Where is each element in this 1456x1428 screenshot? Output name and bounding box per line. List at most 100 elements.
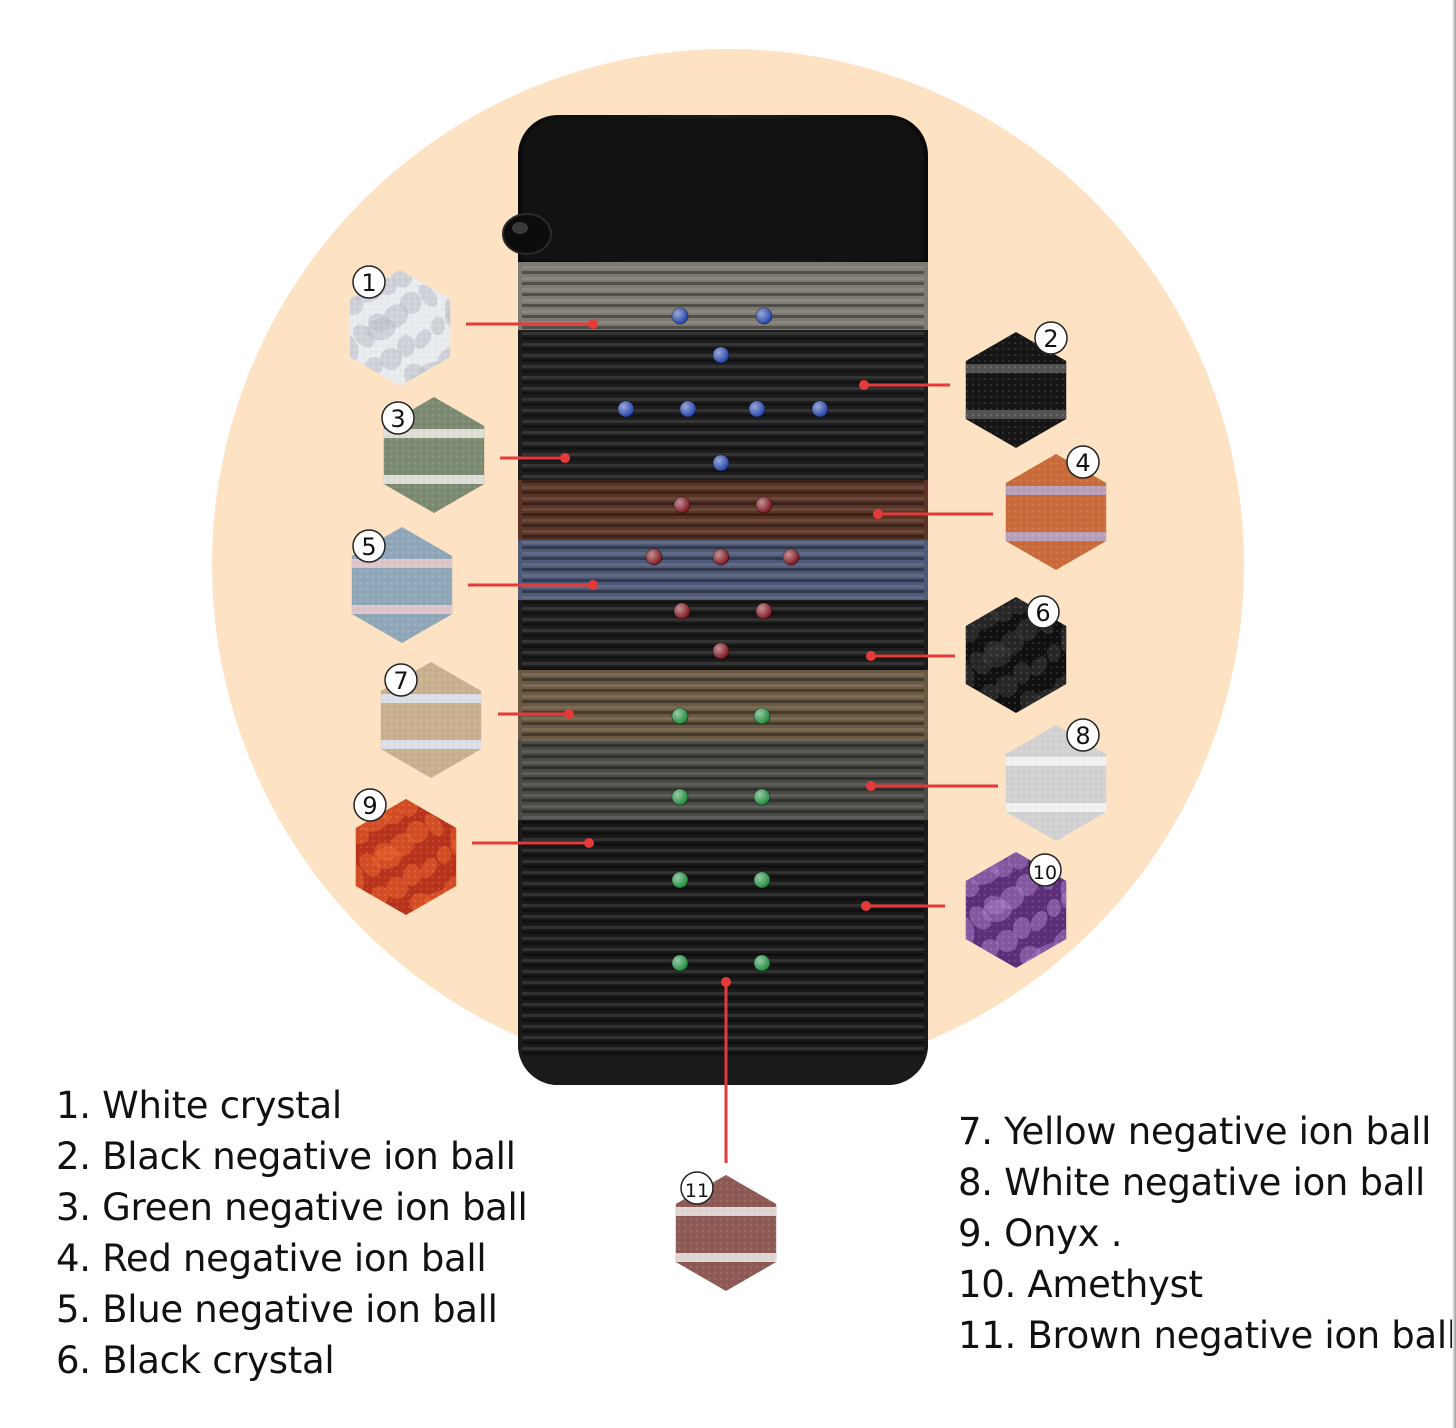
- stone-pin-shine: [754, 872, 770, 888]
- stone-pin-shine: [754, 955, 770, 971]
- mat-ridge-shadow: [522, 414, 924, 417]
- stone-pin-shine: [749, 401, 765, 417]
- connector-dot: [866, 651, 876, 661]
- mat-ridge: [522, 321, 924, 324]
- mat-ridge: [522, 398, 924, 401]
- number-badge-label: 4: [1075, 449, 1090, 477]
- connector-dot: [560, 453, 570, 463]
- mat-ridge: [522, 343, 924, 346]
- stone-pin-shine: [756, 603, 772, 619]
- mat-ridge: [522, 640, 924, 643]
- mat-ridge-shadow: [522, 513, 924, 516]
- mat-ridge-shadow: [522, 744, 924, 747]
- mat-head-panel: [522, 118, 924, 258]
- mat-ridge: [522, 1036, 924, 1039]
- power-connector-icon[interactable]: [502, 213, 552, 255]
- stone-pin-shine: [672, 955, 688, 971]
- mat-ridge-shadow: [522, 425, 924, 428]
- mat-ridge-shadow: [522, 326, 924, 329]
- legend-item: 4. Red negative ion ball: [56, 1237, 487, 1280]
- stone-pin-shine: [674, 603, 690, 619]
- number-badge: [1034, 321, 1068, 355]
- number-badge: [352, 265, 386, 299]
- mat-ridge: [522, 431, 924, 434]
- mat-ridge: [522, 574, 924, 577]
- mat-ridge: [522, 629, 924, 632]
- mat-ridge: [522, 860, 924, 863]
- legend-item: 6. Black crystal: [56, 1339, 335, 1382]
- mat-ridge: [522, 761, 924, 764]
- mat-ridge: [522, 728, 924, 731]
- mat-band: [518, 670, 928, 740]
- number-badge-label: 3: [390, 405, 405, 433]
- stone-pin-shine: [713, 455, 729, 471]
- legend-item: 2. Black negative ion ball: [56, 1135, 516, 1178]
- number-badge-label: 11: [685, 1180, 709, 1202]
- mat-ridge: [522, 409, 924, 412]
- number-badge-label: 2: [1043, 325, 1058, 353]
- mat-ridge-shadow: [522, 799, 924, 802]
- legend-item: 7. Yellow negative ion ball: [958, 1110, 1432, 1153]
- mat-ridge: [522, 948, 924, 951]
- mat-ridge: [522, 1047, 924, 1050]
- mat-ridge: [522, 684, 924, 687]
- mat-ridge: [522, 750, 924, 753]
- mat-ridge-shadow: [522, 843, 924, 846]
- mat-ridge-shadow: [522, 392, 924, 395]
- mat-ridge-shadow: [522, 766, 924, 769]
- legend-item: 1. White crystal: [56, 1084, 342, 1127]
- mat-band: [518, 262, 928, 330]
- legend-item: 8. White negative ion ball: [958, 1161, 1426, 1204]
- legend-item: 3. Green negative ion ball: [56, 1186, 528, 1229]
- number-badge-label: 7: [393, 667, 408, 695]
- mat-ridge-shadow: [522, 689, 924, 692]
- mat-ridge: [522, 904, 924, 907]
- mat-ridge: [522, 332, 924, 335]
- stone-pin-shine: [756, 497, 772, 513]
- mat-ridge-shadow: [522, 810, 924, 813]
- connector-dot: [866, 781, 876, 791]
- legend-item: 10. Amethyst: [958, 1263, 1203, 1306]
- legend-item: 9. Onyx .: [958, 1212, 1123, 1255]
- connector-lines: [466, 319, 998, 1163]
- mat-band: [518, 480, 928, 540]
- mat-ridge-shadow: [522, 788, 924, 791]
- mat-ridge-shadow: [522, 678, 924, 681]
- mat-ridge-shadow: [522, 1030, 924, 1033]
- mat-ridge-shadow: [522, 546, 924, 549]
- mat-ridge-shadow: [522, 579, 924, 582]
- legend-left: 1. White crystal 2. Black negative ion b…: [56, 1080, 528, 1386]
- mat-ridge: [522, 475, 924, 478]
- mat-ridge: [522, 277, 924, 280]
- mat-ridge-shadow: [522, 821, 924, 824]
- mat-ridge: [522, 827, 924, 830]
- legend-right: 7. Yellow negative ion ball 8. White neg…: [958, 1106, 1456, 1361]
- mat-ridge: [522, 618, 924, 621]
- stone-pin-shine: [812, 401, 828, 417]
- number-badge: [353, 788, 387, 822]
- stone-pin-shine: [754, 708, 770, 724]
- mat-ridge: [522, 453, 924, 456]
- connector-dot: [861, 901, 871, 911]
- mat-ridge-shadow: [522, 315, 924, 318]
- mat-ridge-shadow: [522, 722, 924, 725]
- mat-ridge: [522, 838, 924, 841]
- mat-ridge-shadow: [522, 612, 924, 615]
- mat-ridge-shadow: [522, 568, 924, 571]
- number-badge: [680, 1171, 714, 1205]
- mat-ridge-shadow: [522, 601, 924, 604]
- mat-ridge: [522, 816, 924, 819]
- mat-ridge-shadow: [522, 282, 924, 285]
- mat-ridge: [522, 508, 924, 511]
- mat-ridge: [522, 596, 924, 599]
- connector-dot: [588, 580, 598, 590]
- mat-ridge-shadow: [522, 854, 924, 857]
- mat-ridge: [522, 783, 924, 786]
- stone-pin-shine: [713, 549, 729, 565]
- mat-ridge-shadow: [522, 964, 924, 967]
- mat-ridge: [522, 387, 924, 390]
- mat-ridge-shadow: [522, 271, 924, 274]
- mat-ridge: [522, 926, 924, 929]
- connector-dot: [721, 977, 731, 987]
